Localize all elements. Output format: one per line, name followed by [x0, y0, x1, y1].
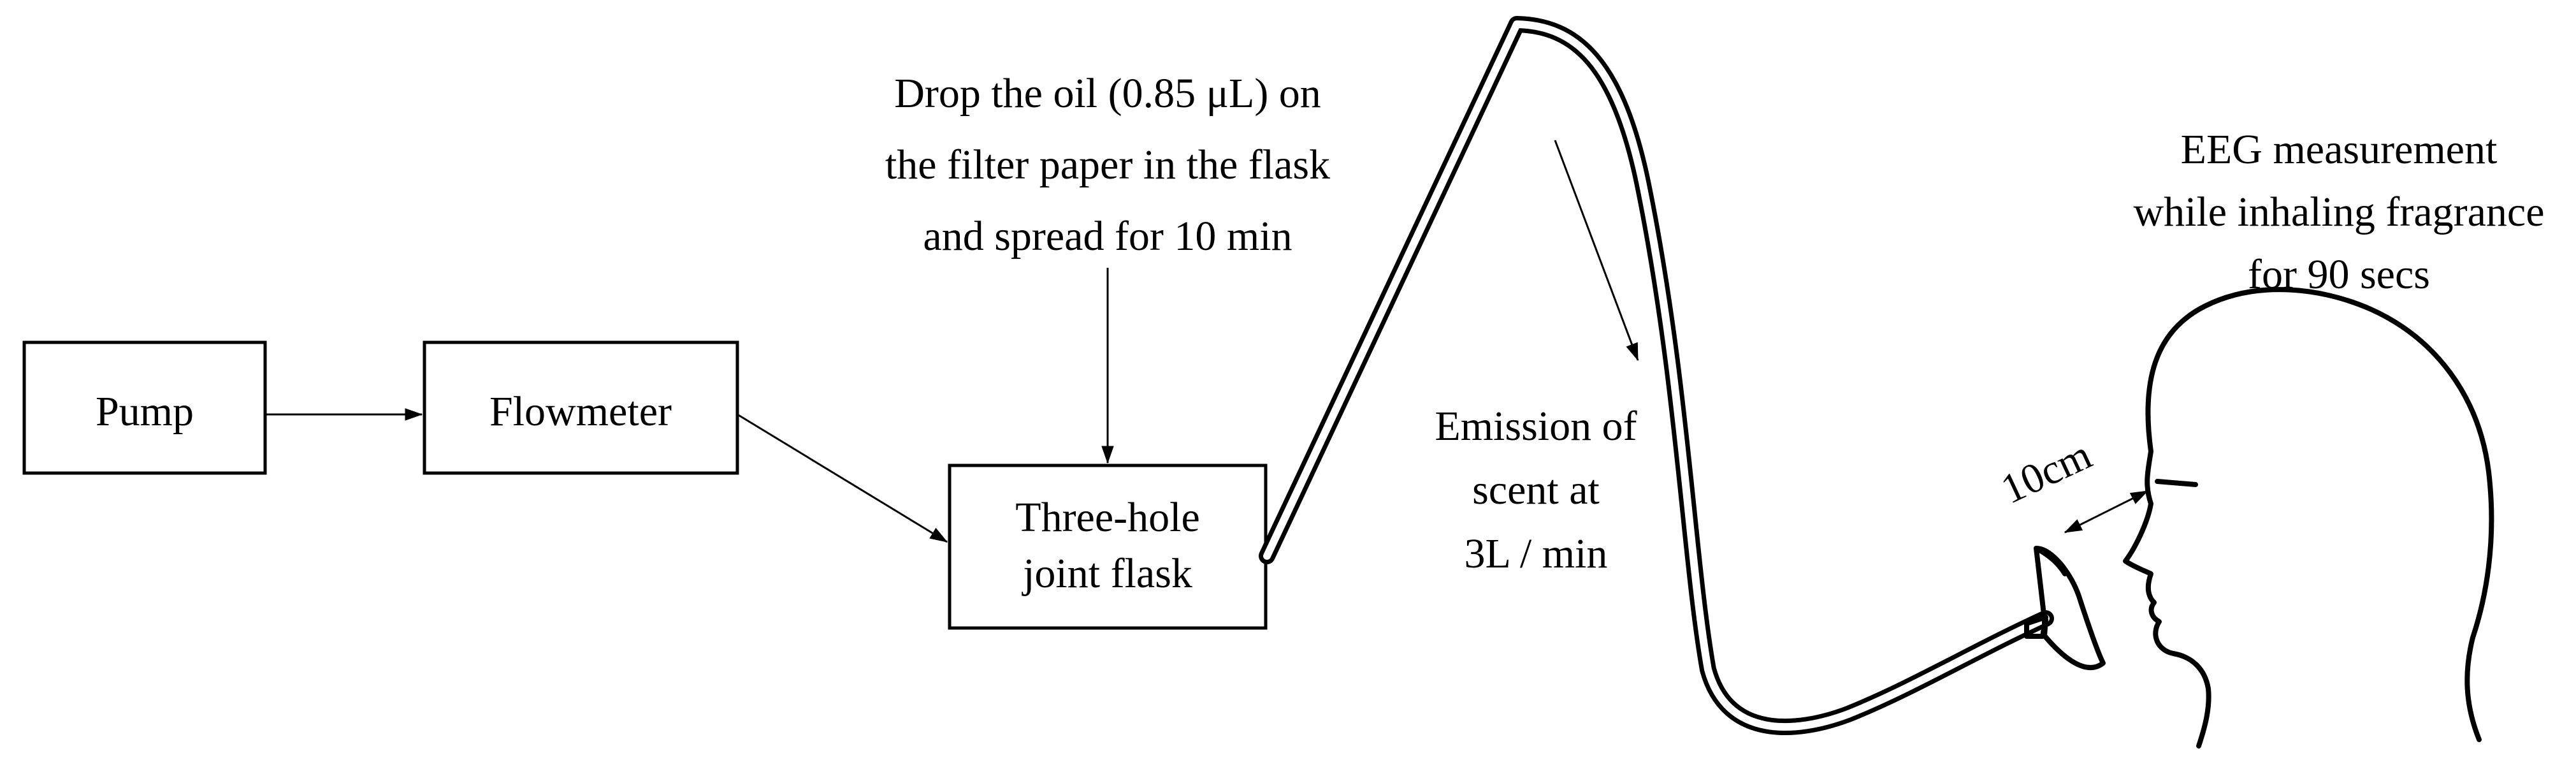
emission-line1: Emission of	[1435, 403, 1637, 449]
emission-line3: 3L / min	[1465, 530, 1608, 577]
distance-double-arrow	[2064, 490, 2149, 534]
pump-label: Pump	[96, 388, 194, 435]
drop-oil-annotation: Drop the oil (0.85 μL) on the filter pap…	[885, 70, 1330, 259]
flowmeter-box: Flowmeter	[423, 340, 739, 475]
flask-label-line2: joint flask	[1022, 550, 1192, 597]
flowmeter-label: Flowmeter	[489, 388, 672, 435]
human-head-profile	[2123, 287, 2494, 749]
flask-label-line1: Three-hole	[1015, 494, 1200, 541]
flowmeter-to-flask-arrow	[737, 413, 948, 543]
eeg-line1: EEG measurement	[2181, 126, 2498, 173]
scent-tube	[1259, 16, 2054, 736]
flask-box: Three-hole joint flask	[948, 464, 1268, 630]
drop-oil-line2: the filter paper in the flask	[885, 142, 1330, 188]
distance-label: 10cm	[1994, 431, 2099, 513]
drop-oil-line3: and spread for 10 min	[923, 213, 1292, 259]
eeg-line2: while inhaling fragrance	[2133, 189, 2544, 235]
funnel-cone	[2024, 546, 2106, 671]
pump-box: Pump	[22, 340, 267, 475]
emission-line2: scent at	[1472, 467, 1600, 513]
eeg-annotation: EEG measurement while inhaling fragrance…	[2133, 126, 2544, 298]
eye-line	[2155, 479, 2198, 487]
emission-annotation: Emission of scent at 3L / min	[1435, 403, 1637, 577]
flow-direction-arrow	[1554, 140, 1639, 362]
drop-oil-line1: Drop the oil (0.85 μL) on	[894, 70, 1321, 117]
